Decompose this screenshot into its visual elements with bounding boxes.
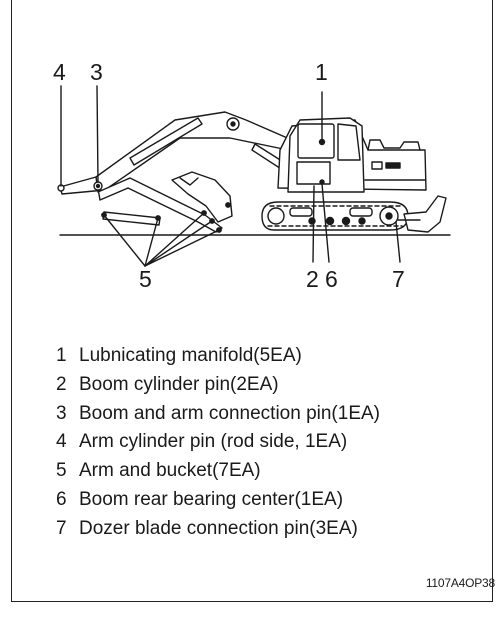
- callout-2: 2: [306, 266, 319, 292]
- cab-window: [297, 123, 335, 159]
- callout-7: 7: [392, 266, 405, 292]
- leader-3: [96, 85, 99, 183]
- callout-5: 5: [139, 266, 152, 292]
- legend-item: 6 Boom rear bearing center(1EA): [56, 486, 380, 515]
- callout-4: 4: [53, 59, 66, 85]
- leader-5b: [144, 217, 159, 267]
- legend-number: 2: [56, 373, 67, 395]
- legend-text: Boom cylinder pin(2EA): [79, 373, 279, 395]
- legend-text: Lubnicating manifold(5EA): [79, 345, 302, 366]
- legend-text: Dozer blade connection pin(3EA): [79, 517, 358, 539]
- legend-number: 5: [56, 460, 67, 482]
- excavator-drawing: [57, 85, 451, 267]
- legend-item: 3 Boom and arm connection pin(1EA): [56, 400, 380, 429]
- callout-6: 6: [325, 266, 338, 292]
- arm-cylinder: [129, 117, 203, 166]
- legend-item: 2 Boom cylinder pin(2EA): [56, 371, 380, 400]
- legend-number: 7: [56, 517, 67, 539]
- legend-text: Arm cylinder pin (rod side, 1EA): [79, 431, 348, 453]
- figure-frame: [11, 0, 493, 602]
- leader-7: [395, 221, 401, 263]
- legend-item: 1 Lubnicating manifold(5EA): [56, 342, 380, 371]
- leader-5a: [103, 214, 146, 267]
- bucket-cylinder: [102, 211, 161, 226]
- legend-text: Arm and bucket(7EA): [79, 460, 261, 482]
- leader-2: [312, 185, 315, 263]
- legend-number: 6: [56, 488, 67, 510]
- dozer-blade: [403, 195, 447, 233]
- legend-list: 1 Lubnicating manifold(5EA) 2 Boom cylinde…: [56, 342, 380, 544]
- leader-5e: [144, 229, 220, 267]
- legend-text: Boom rear bearing center(1EA): [79, 488, 344, 510]
- callout-3: 3: [90, 59, 103, 85]
- bucket: [171, 171, 233, 223]
- legend-number: 1: [56, 345, 67, 366]
- legend-text: Boom and arm connection pin(1EA): [79, 402, 380, 424]
- legend-item: 7 Dozer blade connection pin(3EA): [56, 515, 380, 544]
- callout-1: 1: [315, 59, 328, 85]
- leader-6: [321, 183, 330, 263]
- figure-code: 1107A4OP38: [425, 576, 495, 590]
- legend-item: 5 Arm and bucket(7EA): [56, 457, 380, 486]
- legend-item: 4 Arm cylinder pin (rod side, 1EA): [56, 428, 380, 457]
- legend-number: 3: [56, 402, 67, 424]
- legend-number: 4: [56, 431, 67, 453]
- leader-5d: [144, 220, 213, 267]
- leader-5c: [144, 212, 205, 267]
